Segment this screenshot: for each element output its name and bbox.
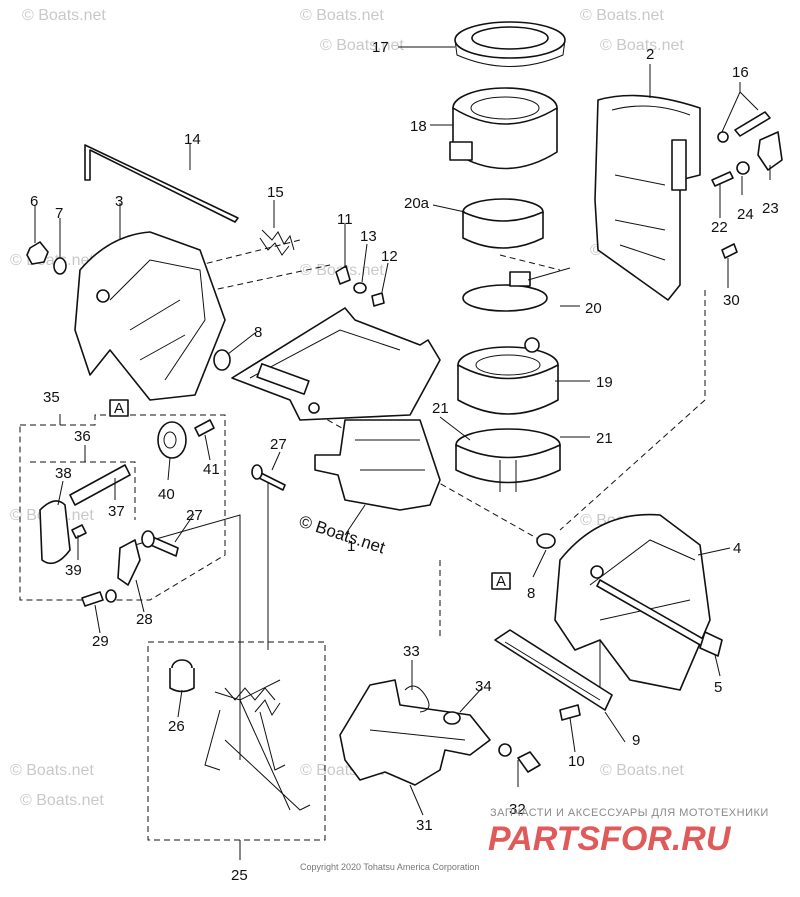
part-19-mount (457, 337, 559, 415)
watermark: © Boats.net (20, 792, 104, 809)
leader-lines (34, 46, 771, 860)
part-label: 12 (381, 248, 398, 265)
part-label: 37 (108, 503, 125, 520)
part-number-labels: 1 2 3 4 5 6 7 8 8 9 10 11 12 13 14 15 16… (30, 39, 779, 884)
shop-overlay: ЗАПЧАСТИ И АКСЕССУАРЫ ДЛЯ МОТОТЕХНИКИ PA… (488, 807, 769, 858)
part-label: 4 (733, 540, 741, 557)
part-5-bolt (596, 579, 723, 657)
part-label: 29 (92, 633, 109, 650)
part-label: 34 (475, 678, 492, 695)
watermark: © Boats.net (22, 7, 106, 24)
part-label: 26 (168, 718, 185, 735)
shop-logo: PARTSFOR.RU (488, 820, 732, 858)
part-8-washer (213, 349, 556, 549)
part-label: 16 (732, 64, 749, 81)
part-label: 28 (136, 611, 153, 628)
part-label: 32 (509, 801, 526, 818)
part-21-split-ring (455, 428, 561, 492)
watermark: © Boats.net (10, 762, 94, 779)
part-label: 6 (30, 193, 38, 210)
part-18-mount (449, 87, 558, 170)
detail-marker-box (491, 572, 511, 590)
copyright-text: Copyright 2020 Tohatsu America Corporati… (300, 862, 479, 872)
part-label: 20a (404, 195, 430, 212)
part-1-swivel (231, 307, 441, 511)
part-15-spring (259, 229, 295, 256)
hardware-center-small (335, 265, 385, 307)
part-label: 24 (737, 206, 754, 223)
part-label: 19 (596, 374, 613, 391)
part-label: 33 (403, 643, 420, 660)
part-label: 14 (184, 131, 201, 148)
part-label: 30 (723, 292, 740, 309)
part-label: 18 (410, 118, 427, 135)
part-label: 3 (115, 193, 123, 210)
part-label: 9 (632, 732, 640, 749)
hardware-40-41 (157, 419, 215, 459)
part-label: 21 (432, 400, 449, 417)
part-17-ring (454, 21, 566, 67)
part-label: 23 (762, 200, 779, 217)
parts-9-10 (494, 629, 613, 721)
part-27-pin (141, 464, 286, 557)
watermark: © Boats.net (600, 37, 684, 54)
watermark: © Boats.net (300, 7, 384, 24)
detail-marker: A (114, 400, 124, 417)
part-label: 17 (372, 39, 389, 56)
part-label: 20 (585, 300, 602, 317)
part-label: 8 (527, 585, 535, 602)
watermark: © Boats.net (10, 252, 94, 269)
part-label: 8 (254, 324, 262, 341)
part-label: 40 (158, 486, 175, 503)
detail-marker: A (496, 573, 506, 590)
part-label: 25 (231, 867, 248, 884)
part-label: 31 (416, 817, 433, 834)
part-label: 35 (43, 389, 60, 406)
part-14-rod (84, 144, 239, 223)
part-label: 10 (568, 753, 585, 770)
part-label: 7 (55, 205, 63, 222)
part-label: 2 (646, 46, 654, 63)
part-label: 27 (270, 436, 287, 453)
detail-markers: A A (109, 399, 511, 590)
watermark: © Boats.net (580, 7, 664, 24)
part-label: 38 (55, 465, 72, 482)
part-label: 15 (267, 184, 284, 201)
part-label: 11 (337, 211, 353, 228)
part-2-bracket (594, 94, 701, 301)
part-label: 36 (74, 428, 91, 445)
part-label: 1 (347, 538, 355, 555)
part-20-clamp (462, 267, 571, 312)
watermark: © Boats.net (600, 762, 684, 779)
parts-31-33-34 (339, 679, 491, 786)
assembly-36-parts (39, 464, 131, 565)
part-3-bracket (74, 231, 226, 401)
part-label: 13 (360, 228, 377, 245)
part-label: 21 (596, 430, 613, 447)
part-32-bolt (498, 743, 541, 773)
watermark: © Boats.net (320, 37, 404, 54)
part-label: 39 (65, 562, 82, 579)
part-label: 41 (203, 461, 220, 478)
center-watermark: © Boats.net (297, 512, 388, 558)
part-label: 5 (714, 679, 722, 696)
shop-tagline: ЗАПЧАСТИ И АКСЕССУАРЫ ДЛЯ МОТОТЕХНИКИ (490, 807, 769, 819)
parts-28-29 (81, 539, 141, 607)
part-20a-sleeve (462, 198, 544, 249)
hardware-top-right (711, 111, 783, 259)
part-label: 27 (186, 507, 203, 524)
detail-marker-box (109, 399, 129, 417)
part-label: 22 (711, 219, 728, 236)
